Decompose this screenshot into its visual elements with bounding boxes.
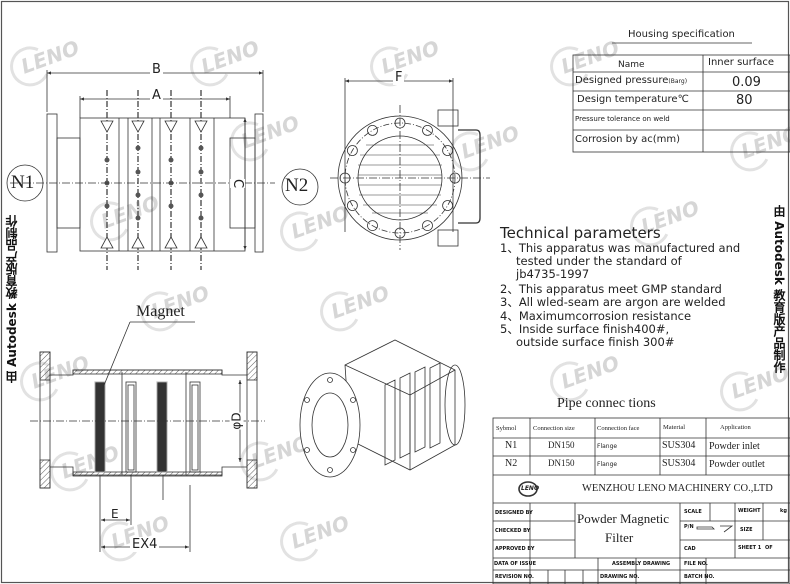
pipe-cell: DN150 [548,458,575,468]
pipe-cell: SUS304 [662,440,696,451]
leno-logo-text: LENO [521,485,540,492]
pipe-connections-title: Pipe connec tions [557,396,656,411]
tech-param-line: outside surface finish 300# [516,335,675,349]
dim-ex4-label: EX4 [130,537,160,552]
technical-parameters-title: Technical parameters [500,224,661,242]
pressure-tolerance-label: Pressure tolerance on weld [575,115,670,123]
drawing-no-label: DRAWING NO. [600,574,640,580]
housing-header-name: Name [618,60,645,70]
housing-header-inner-surface: Inner surface [708,57,775,68]
pipe-table-lines [492,417,790,584]
checked-by-label: CHECKED BY [495,528,531,534]
outlet-n2-label: N2 [285,175,309,196]
cad-label: CAD [684,546,696,552]
pipe-cell: DN150 [548,440,575,450]
weight-label: WEIGHT [738,508,761,514]
pipe-cell: N2 [505,458,518,469]
file-no-label: FILE NO. [684,561,708,567]
tech-param-line: 2、This apparatus meet GMP standard [500,282,722,296]
leno-logo [518,481,538,497]
section-view [30,321,265,552]
pipe-cell: N1 [505,440,518,451]
isometric-view [299,339,466,478]
sheet-of-label: OF [765,545,773,551]
tech-param-line: 5、Inside surface finish400#, [500,322,670,336]
assembly-drawing-label: ASSEMBLY DRAWING [612,561,671,567]
design-temperature-value: 80 [736,93,753,108]
dim-d-label: φD [229,412,244,430]
pipe-header: Connection size [533,425,575,432]
batch-no-label: BATCH NO. [684,574,715,580]
pipe-header: Application [720,424,751,431]
dim-c-label: C [230,178,246,189]
pipe-cell: Flange [597,443,618,450]
pipe-header: Connection face [597,425,640,432]
designed-pressure-value: 0.09 [732,75,761,90]
pn-label: P/N [684,524,694,530]
pipe-header: Sybmol [496,425,517,432]
design-temperature-label: Design temperature [577,94,678,105]
designed-by-label: DESIGNED BY [495,510,533,516]
housing-spec-title: Housing specification [628,29,735,40]
corrosion-label: Corrosion by ac(mm) [575,134,681,145]
inlet-n1-label: N1 [11,172,35,193]
weight-unit: kg [780,508,787,514]
pipe-cell: Powder inlet [709,441,760,452]
tech-param-line: jb4735-1997 [516,267,590,281]
size-label: SIZE [740,527,753,533]
company-name: WENZHOU LENO MACHINERY CO.,LTD [582,483,773,494]
designed-pressure-label: Designed pressure [575,75,669,86]
magnet-label: Magnet [136,303,185,320]
side-note-left: 由 Autodesk 教育版产品制作 [5,215,19,384]
dim-e-label: E [111,507,119,521]
housing-spec-table-lines [572,42,790,153]
product-name-line2: Filter [605,530,634,545]
dim-b-label: B [150,62,163,77]
pipe-cell: SUS304 [662,458,696,469]
pipe-header: Material [663,424,686,431]
pipe-cell: Powder outlet [709,459,765,470]
dim-a-label: A [150,88,163,103]
side-note-right: 由 Autodesk 教育版产品制作 [772,205,786,374]
dim-f-label: F [393,70,405,85]
front-view [6,70,275,270]
temperature-unit: ℃ [677,94,689,105]
housing-row-name: Design temperature℃ [577,94,689,105]
product-name-line1: Powder Magnetic [577,511,670,526]
date-of-issue-label: DATA OF ISSUE [494,561,536,567]
tech-param-line: 4、Maximumcorrosion resistance [500,309,692,323]
approved-by-label: APPROVED BY [495,546,535,552]
side-view [281,78,490,250]
housing-row-name: Designed pressure(Barg) [575,75,687,86]
revision-no-label: REVISION NO. [495,574,534,580]
tech-param-line: 3、All wled-seam are argon are welded [500,295,726,309]
pipe-cell: Flange [597,461,618,468]
scale-label: SCALE [684,509,702,515]
pressure-unit: (Barg) [668,78,688,85]
sheet-label: SHEET 1 [738,545,762,551]
tech-param-line: tested under the standard of [516,254,682,268]
tech-param-line: 1、This apparatus was manufactured and [500,241,741,255]
